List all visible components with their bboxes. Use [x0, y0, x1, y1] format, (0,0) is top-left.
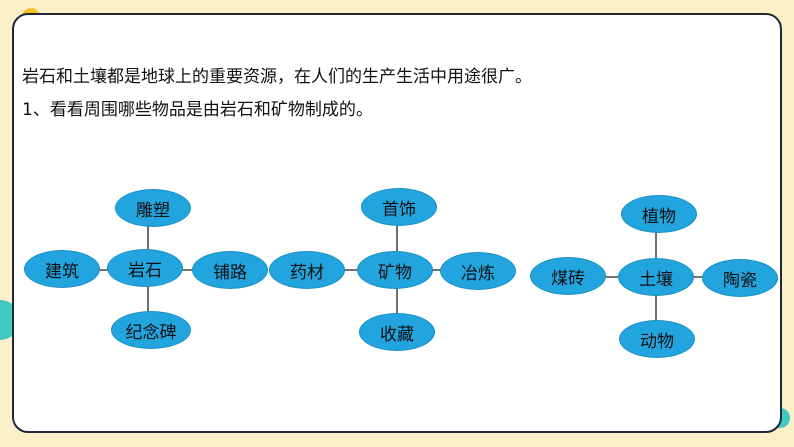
- node-sculpture: 雕塑: [115, 189, 191, 227]
- node-medicine: 药材: [269, 251, 345, 289]
- node-soil: 土壤: [618, 258, 694, 296]
- node-mineral: 矿物: [357, 251, 433, 289]
- node-rock: 岩石: [107, 249, 183, 287]
- question-text: 1、看看周围哪些物品是由岩石和矿物制成的。: [22, 100, 373, 120]
- node-plant: 植物: [621, 195, 697, 233]
- intro-text: 岩石和土壤都是地球上的重要资源，在人们的生产生活中用途很广。: [22, 67, 532, 87]
- node-paving: 铺路: [192, 251, 268, 289]
- node-monument: 纪念碑: [111, 311, 191, 349]
- node-coal-brick: 煤砖: [530, 257, 606, 295]
- node-smelting: 冶炼: [440, 252, 516, 290]
- node-collection: 收藏: [359, 313, 435, 351]
- node-building: 建筑: [24, 250, 100, 288]
- node-ceramic: 陶瓷: [702, 259, 778, 297]
- node-jewelry: 首饰: [361, 188, 437, 226]
- node-animal: 动物: [619, 320, 695, 358]
